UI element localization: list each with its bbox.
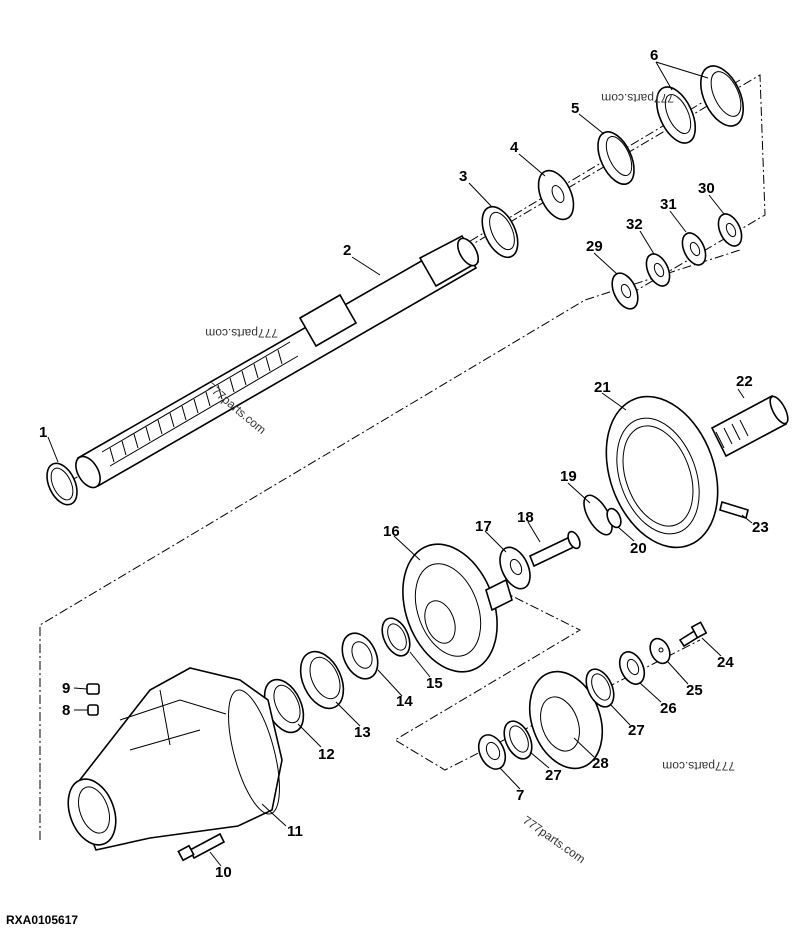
- washer-part-15[interactable]: [377, 614, 416, 660]
- callout-12: 12: [318, 746, 335, 763]
- callout-8: 8: [62, 702, 70, 719]
- callout-27-upper: 27: [628, 722, 645, 739]
- snap-ring-part-1[interactable]: [41, 459, 83, 510]
- shaft-spline-teeth: [101, 341, 299, 467]
- callout-1: 1: [39, 424, 47, 441]
- bolt-part-18[interactable]: [528, 530, 582, 568]
- watermark-text: 777parts.com: [205, 326, 278, 340]
- watermark-text: 777parts.com: [662, 759, 735, 773]
- pin-part-23[interactable]: [719, 500, 749, 520]
- washer-part-17[interactable]: [494, 543, 536, 594]
- washer-part-25[interactable]: [646, 635, 673, 666]
- callout-labels: 1 2 3 4 5 6 7 8 9 10 11 12 13 14 15 16 1…: [39, 47, 769, 881]
- reference-code: RXA0105617: [6, 913, 78, 927]
- washer-part-4[interactable]: [531, 165, 580, 225]
- watermark-text: 777parts.com: [520, 813, 588, 866]
- screw-part-24[interactable]: [678, 621, 708, 648]
- callout-29: 29: [586, 238, 603, 255]
- callout-21: 21: [594, 379, 611, 396]
- callout-10: 10: [215, 864, 232, 881]
- callout-14: 14: [396, 693, 413, 710]
- housing-part-11[interactable]: [60, 667, 290, 851]
- callout-32: 32: [626, 216, 643, 233]
- callout-24: 24: [717, 654, 734, 671]
- bearing-part-6[interactable]: [649, 59, 752, 149]
- callout-13: 13: [354, 724, 371, 741]
- bearing-cup-part-5[interactable]: [591, 126, 642, 189]
- callout-6: 6: [650, 47, 658, 64]
- callout-leaders: [47, 61, 753, 867]
- bearing-part-7[interactable]: [474, 731, 511, 774]
- callout-17: 17: [475, 518, 492, 535]
- washer-part-32[interactable]: [642, 250, 674, 289]
- splined-shaft-part-22[interactable]: [710, 394, 791, 458]
- washer-part-30[interactable]: [714, 210, 746, 249]
- callout-3: 3: [459, 168, 467, 185]
- bolt-part-10[interactable]: [177, 832, 226, 862]
- bearing-part-26[interactable]: [615, 648, 649, 688]
- carrier-part-16[interactable]: [386, 531, 514, 685]
- callout-16: 16: [383, 523, 400, 540]
- callout-5: 5: [571, 100, 579, 117]
- washer-part-31[interactable]: [678, 229, 710, 268]
- callout-7: 7: [516, 787, 524, 804]
- callout-4: 4: [510, 139, 519, 156]
- callout-15: 15: [426, 675, 443, 692]
- callout-2: 2: [343, 242, 351, 259]
- shaft-part-2[interactable]: [71, 234, 483, 492]
- callout-26: 26: [660, 700, 677, 717]
- callout-9: 9: [62, 680, 70, 697]
- ring-part-27-lower[interactable]: [499, 717, 538, 763]
- callout-11: 11: [287, 823, 303, 840]
- watermark-text: 777parts.com: [601, 91, 674, 105]
- ring-part-3[interactable]: [475, 201, 525, 263]
- ring-part-27-upper[interactable]: [581, 665, 620, 711]
- lock-plate-part-19[interactable]: [578, 491, 617, 539]
- callout-23: 23: [752, 519, 769, 536]
- callout-25: 25: [686, 682, 703, 699]
- callout-18: 18: [517, 509, 534, 526]
- ring-gear-part-21[interactable]: [586, 381, 737, 563]
- callout-20: 20: [630, 540, 647, 557]
- gear-part-28[interactable]: [517, 661, 615, 778]
- fitting-part-8[interactable]: [87, 704, 99, 716]
- washer-part-29[interactable]: [607, 269, 643, 313]
- callout-22: 22: [736, 373, 753, 390]
- callout-19: 19: [560, 468, 577, 485]
- callout-31: 31: [660, 196, 677, 213]
- callout-28: 28: [592, 755, 609, 772]
- bearing-cup-part-13[interactable]: [292, 645, 352, 715]
- callout-27-lower: 27: [545, 767, 562, 784]
- bearing-cone-part-14[interactable]: [335, 627, 384, 684]
- callout-30: 30: [698, 180, 715, 197]
- fitting-part-9[interactable]: [86, 683, 100, 695]
